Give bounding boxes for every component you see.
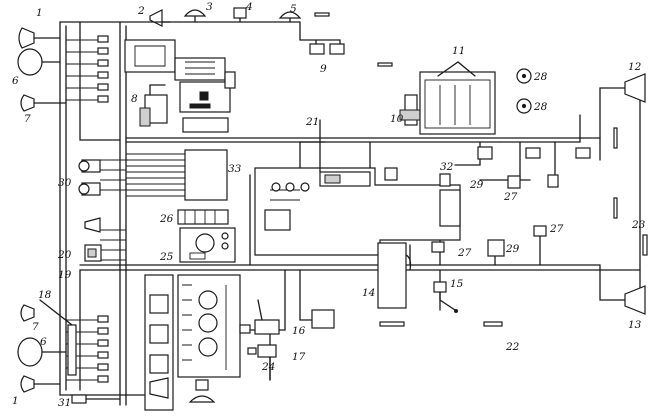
label-3: 3: [206, 1, 213, 13]
headlamp-top: [18, 27, 61, 49]
side-lamp-bottom: [20, 304, 35, 322]
switch-panel-33: [184, 149, 228, 201]
label-19: 19: [58, 269, 72, 281]
connector-31: [71, 394, 121, 404]
label-5: 5: [290, 3, 297, 15]
lamp-3: [183, 9, 207, 17]
switch-17: [247, 344, 277, 381]
wire-18: [39, 299, 77, 376]
label-8: 8: [131, 93, 138, 105]
control-unit-25: [179, 227, 236, 263]
label-6-bottom: 6: [40, 336, 47, 348]
label-20: 20: [57, 249, 72, 261]
left-wire-ladder: [66, 39, 185, 381]
label-1-bottom: 1: [12, 395, 19, 407]
engine-block: [254, 119, 461, 256]
label-28-b: 28: [533, 101, 548, 113]
label-23: 23: [631, 219, 646, 231]
label-26: 26: [159, 213, 174, 225]
label-16: 16: [292, 325, 306, 337]
label-31: 31: [58, 397, 71, 409]
rear-lamp-13: [624, 285, 646, 315]
label-27-b: 27: [549, 223, 564, 235]
sensor-32: [384, 167, 451, 187]
fuse-box-26: [177, 209, 229, 225]
label-25: 25: [159, 251, 174, 263]
label-27-a: 27: [503, 191, 518, 203]
label-27-c: 27: [457, 247, 472, 259]
label-28-a: 28: [533, 71, 548, 83]
label-10: 10: [390, 113, 404, 125]
label-12: 12: [628, 61, 642, 73]
label-6-top: 6: [12, 75, 19, 87]
switch-20: [84, 217, 101, 233]
switch-16: [239, 299, 335, 335]
battery-11: [419, 61, 496, 135]
strip-23: [642, 234, 648, 256]
dashboard-24: [177, 274, 241, 403]
label-24: 24: [261, 361, 275, 373]
switches-30: [78, 159, 101, 196]
label-22: 22: [505, 341, 520, 353]
lamp-5: [278, 11, 302, 19]
label-17: 17: [292, 351, 306, 363]
headlamp-bottom: [20, 375, 61, 393]
label-13: 13: [628, 319, 642, 331]
strip-22: [483, 321, 503, 327]
sensors-27-29: [431, 146, 591, 257]
side-lamp-top: [20, 94, 67, 112]
main-harness: [59, 14, 641, 406]
connector-9: [299, 39, 345, 55]
gauge-28-bottom: [499, 98, 581, 143]
label-18: 18: [38, 289, 52, 301]
label-9: 9: [320, 63, 327, 75]
main-lamp-top: [17, 48, 61, 76]
label-30: 30: [58, 177, 72, 189]
label-21: 21: [305, 116, 319, 128]
label-4: 4: [245, 1, 253, 13]
gauge-28-top: [516, 68, 532, 84]
label-2: 2: [137, 5, 145, 17]
label-11: 11: [452, 45, 465, 57]
solenoid-10: [399, 94, 423, 126]
starter-motor: [139, 84, 168, 127]
rear-lamp-12: [624, 73, 646, 103]
label-29-b: 29: [505, 243, 520, 255]
sensor-15: [433, 281, 458, 313]
switch-19: [84, 244, 102, 262]
label-7-top: 7: [24, 113, 31, 125]
label-15: 15: [450, 278, 464, 290]
label-7-bottom: 7: [32, 321, 39, 333]
relay-area: [124, 39, 236, 133]
box-4: [233, 7, 247, 19]
labels: 1 2 3 4 5 6 7 8 9 10 11 12 13 14 15 16 1…: [12, 1, 646, 409]
decor-strips: [314, 12, 618, 219]
label-32: 32: [440, 161, 454, 173]
horn: [149, 9, 171, 27]
fuse-blocks: [97, 35, 109, 383]
label-33: 33: [228, 163, 242, 175]
label-29-a: 29: [469, 179, 484, 191]
label-14: 14: [362, 287, 375, 299]
instrument-panel-lower: [144, 274, 174, 411]
label-1-top: 1: [36, 7, 43, 19]
main-lamp-bottom: [17, 337, 67, 367]
fuel-tank-14: [377, 242, 412, 327]
